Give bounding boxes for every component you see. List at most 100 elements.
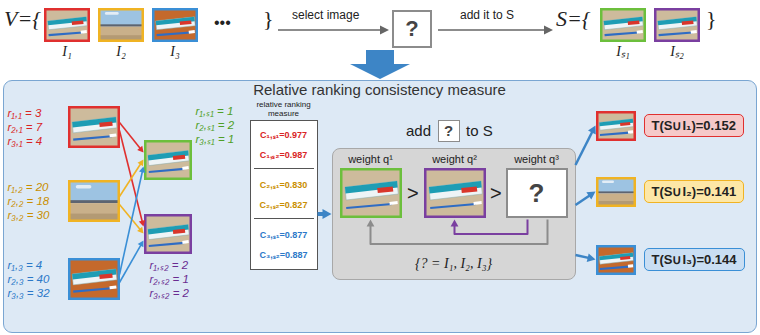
label-slot: V={ [4, 6, 41, 31]
text-slot: weight q³ [506, 152, 568, 166]
toothpaste-box [147, 224, 188, 239]
ground [654, 8, 700, 42]
text-slot: r₁,ₛ₂ = 2r₂,ₛ₂ = 1r₃,ₛ₂ = 2 [150, 258, 208, 300]
arrow-head [587, 254, 596, 263]
photo-border [45, 9, 89, 41]
brush-head [691, 30, 697, 34]
text-slot: Relative ranking consistency measure [4, 81, 755, 99]
question-mark: ? [405, 18, 418, 40]
photo-border [69, 107, 119, 147]
brush-head [628, 264, 633, 268]
table-separator [254, 168, 314, 169]
arrow-head [588, 126, 596, 135]
toothpaste-box [428, 181, 481, 200]
cloud [75, 185, 91, 188]
connector [367, 220, 548, 245]
arrow-head [137, 227, 143, 234]
connector [451, 220, 528, 235]
box-band [48, 17, 87, 26]
placeholder-box: ? [438, 120, 460, 142]
rank-value: r₃,ₛ₂ = 2 [150, 286, 208, 300]
photo-border [597, 246, 635, 274]
box-logo [180, 21, 192, 25]
text-slot: r₁,ₛ₁ = 1r₂,ₛ₁ = 2r₃,ₛ₁ = 1 [196, 104, 248, 146]
ground [152, 8, 198, 42]
label-slot: add it to S [460, 9, 514, 23]
set-brace: S={ [556, 6, 591, 31]
weight-box: {? = I₁, I₂, I₃}weight q¹weight q²weight… [332, 148, 576, 280]
text-slot: r₁,₂ = 20r₂,₂ = 18r₃,₂ = 30 [8, 180, 64, 222]
weight-label: weight q³ [506, 152, 568, 166]
text-slot: C₂,ₛ₂=0.827 [251, 199, 317, 212]
connector-line [576, 130, 594, 165]
brush-head [182, 240, 188, 244]
box-logo [461, 186, 477, 193]
rank-value: r₁,₁ = 3 [8, 106, 64, 120]
text-slot: C₂,ₛ₁=0.830 [251, 179, 317, 192]
photo-border [99, 9, 143, 41]
arrow-head [139, 220, 145, 227]
ground [144, 214, 192, 254]
brush-head [182, 166, 188, 170]
text-slot: I₃ [152, 43, 198, 60]
connector [318, 209, 332, 219]
brush-head [473, 202, 481, 203]
toothpaste-box [599, 118, 633, 129]
label-slot: S={ [556, 6, 591, 31]
brush-head [637, 30, 643, 34]
toothbrush [430, 204, 476, 208]
photo-border [425, 169, 485, 217]
placeholder-box: ? [392, 10, 432, 48]
horizon [68, 200, 120, 203]
photo-thumbnail [152, 8, 198, 42]
arrow-head [138, 241, 144, 248]
selected-image: r₁,ₛ₁ = 1r₂,ₛ₁ = 2r₃,ₛ₁ = 1 [144, 104, 248, 182]
rank-value: r₂,₃ = 40 [8, 272, 64, 286]
candidate-set: {? = I₁, I₂, I₃} [333, 255, 575, 272]
greater-than: > [407, 182, 419, 205]
connector-line [455, 220, 528, 235]
ranking-value: C₃,ₛ₁=0.877 [251, 229, 317, 242]
toothbrush [148, 168, 184, 171]
connector [576, 192, 596, 206]
flow-arrow-line [278, 29, 381, 31]
horizon [98, 24, 144, 26]
connector-line [120, 170, 143, 275]
text-slot: C₃,ₛ₁=0.877 [251, 229, 317, 242]
rank-value: r₂,₁ = 7 [8, 120, 64, 134]
photo-thumbnail [596, 245, 636, 275]
box-band [604, 17, 643, 26]
image-label: Iₛ₁ [600, 43, 646, 60]
ranking-value: C₂,ₛ₂=0.827 [251, 199, 317, 212]
connector [576, 126, 596, 166]
score-node: T(S∪I₃)=0.144 [596, 244, 754, 276]
ground [68, 106, 120, 148]
score-node: T(S∪I₂)=0.141 [596, 176, 754, 208]
text-slot: C₁,ₛ₂=0.987 [251, 149, 317, 162]
photo-thumbnail [144, 140, 192, 180]
label-slot: > [490, 182, 502, 205]
arrow-head [586, 192, 595, 200]
ranking-value: C₁,ₛ₂=0.987 [251, 149, 317, 162]
toothpaste-box [48, 17, 88, 30]
ranking-table: C₁,ₛ₁=0.977C₁,ₛ₂=0.987C₂,ₛ₁=0.830C₂,ₛ₂=0… [250, 120, 318, 270]
measure-panel: Relative ranking consistency measure r₁,₁… [3, 80, 757, 333]
photo-border [153, 9, 197, 41]
box-logo [172, 228, 184, 233]
image-label: I₂ [98, 43, 144, 60]
rank-value: r₂,ₛ₂ = 1 [150, 272, 208, 286]
label-slot: > [407, 182, 419, 205]
image-node: I₁ [44, 8, 90, 62]
photo-thumbnail [340, 168, 402, 218]
image-node: I₂ [98, 8, 144, 62]
toothpaste-box [658, 17, 698, 30]
rank-value: r₁,ₛ₂ = 2 [150, 258, 208, 272]
label-slot: select image [292, 9, 359, 23]
ranked-image: r₁,₃ = 4r₂,₃ = 40r₃,₃ = 32 [8, 258, 120, 304]
toothbrush [600, 132, 630, 134]
text-slot: r₁,₁ = 3r₂,₁ = 7r₃,₁ = 4 [8, 106, 64, 148]
arrow-head [139, 167, 145, 174]
box-band [658, 17, 697, 26]
text-slot: weight q¹ [340, 152, 402, 166]
label-slot: to S [466, 122, 493, 139]
